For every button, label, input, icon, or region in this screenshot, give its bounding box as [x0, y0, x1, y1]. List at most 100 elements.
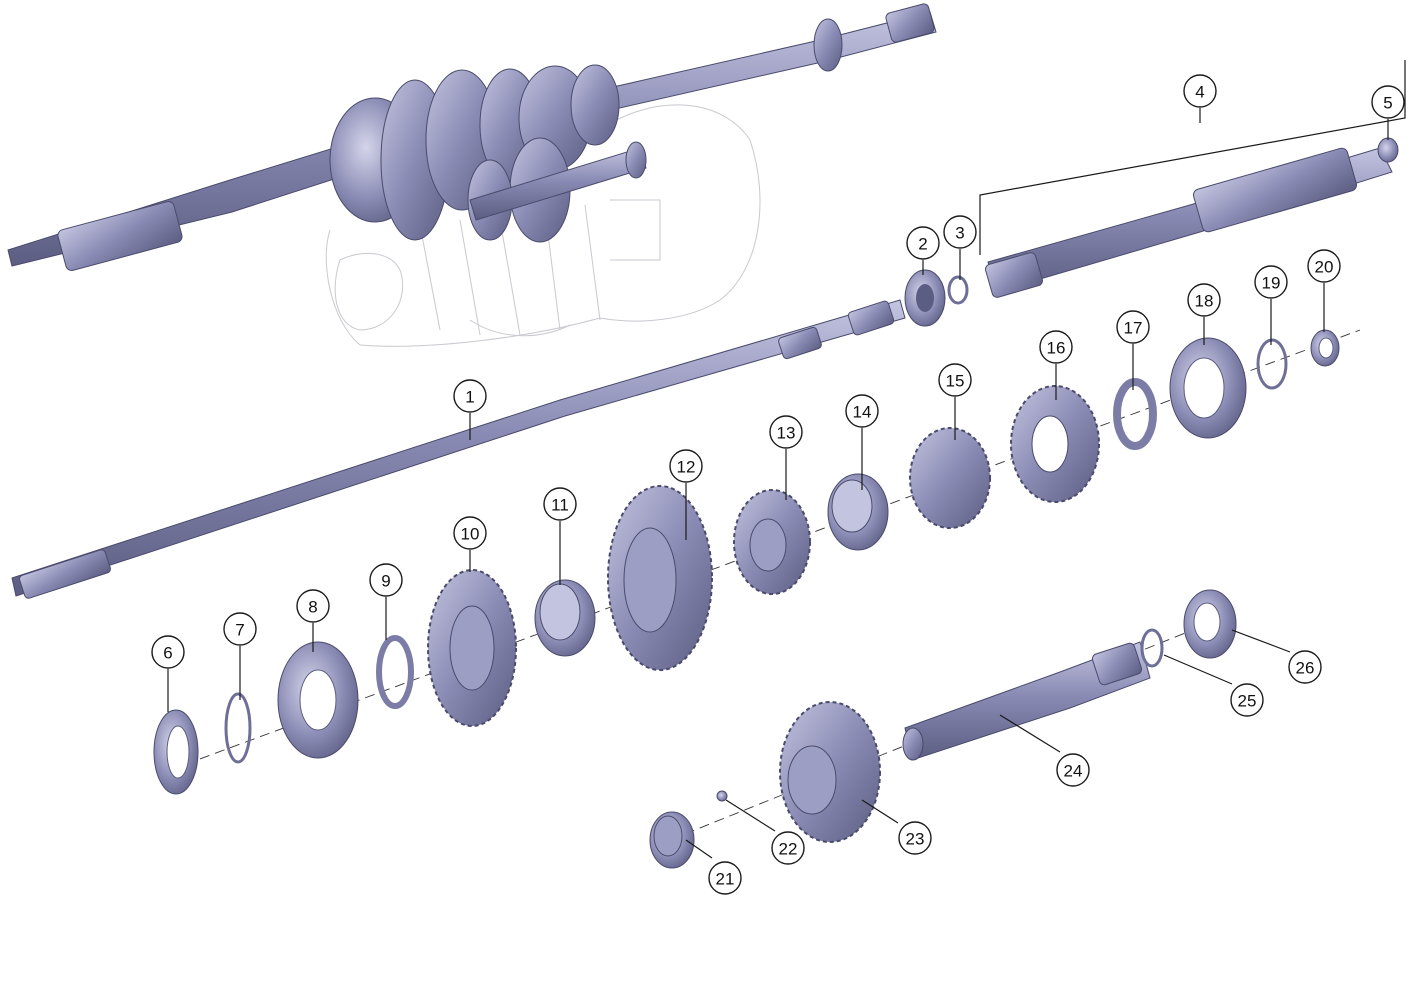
callout-circle [845, 394, 879, 428]
part-5-bush [1377, 137, 1399, 163]
exploded-parts [11, 137, 1399, 869]
callout-number: 8 [308, 598, 317, 617]
callout-13: 13 [769, 415, 803, 449]
callout-circle [943, 215, 977, 249]
assembled-shaft-spline-left [57, 201, 183, 271]
callout-10: 10 [453, 516, 487, 550]
callout-number: 19 [1262, 274, 1281, 293]
callout-circle [1056, 753, 1090, 787]
callout-12: 12 [669, 449, 703, 483]
callout-circle [669, 449, 703, 483]
callout-circle [543, 487, 577, 521]
callout-number: 22 [779, 840, 798, 859]
callout-number: 18 [1195, 292, 1214, 311]
callout-number: 21 [716, 870, 735, 889]
part-4-mainshaft-spline [1192, 147, 1358, 233]
callout-circle [453, 379, 487, 413]
callout-number: 15 [946, 372, 965, 391]
callout-circle [1187, 283, 1221, 317]
callout-circle [1307, 249, 1341, 283]
callout-circle [369, 563, 403, 597]
callout-number: 5 [1383, 94, 1392, 113]
callout-number: 14 [853, 403, 872, 422]
callout-number: 7 [235, 621, 244, 640]
callout-circle [453, 516, 487, 550]
callout-circle [151, 635, 185, 669]
callout-25: 25 [1230, 683, 1264, 717]
callout-number: 3 [955, 224, 964, 243]
callout-circle [223, 612, 257, 646]
callout-1: 1 [453, 379, 487, 413]
callout-number: 9 [381, 572, 390, 591]
callout-circle [1371, 85, 1405, 119]
callout-5: 5 [1371, 85, 1405, 119]
callout-3: 3 [943, 215, 977, 249]
callout-16: 16 [1039, 330, 1073, 364]
callout-23: 23 [898, 821, 932, 855]
callout-number: 2 [918, 235, 927, 254]
assembled-shaft-spline-right [885, 3, 935, 43]
callout-circle [938, 363, 972, 397]
part-22-ball [716, 790, 728, 802]
callout-2: 2 [906, 226, 940, 260]
callout-labels: 1234567891011121314151617181920212223242… [151, 74, 1405, 895]
callout-circle [1183, 74, 1217, 108]
assembled-gear-stack [380, 64, 620, 243]
callout-circle [708, 861, 742, 895]
callout-26: 26 [1288, 650, 1322, 684]
callout-number: 4 [1195, 83, 1204, 102]
callout-8: 8 [296, 589, 330, 623]
callout-21: 21 [708, 861, 742, 895]
assembled-gearbox [7, 3, 937, 347]
part-7-circlip [224, 692, 252, 764]
callout-circle [1288, 650, 1322, 684]
part-25-circlip [1140, 628, 1164, 668]
callout-circle [769, 415, 803, 449]
callout-number: 25 [1238, 692, 1257, 711]
callout-circle [1230, 683, 1264, 717]
leader-lines [167, 60, 1406, 859]
part-1-rod-spline-right [847, 300, 895, 336]
callout-number: 17 [1124, 319, 1143, 338]
callout-9: 9 [369, 563, 403, 597]
callout-24: 24 [1056, 753, 1090, 787]
callout-17: 17 [1116, 310, 1150, 344]
callout-circle [1254, 265, 1288, 299]
part-9-ring [376, 635, 414, 709]
part-1-rod [11, 299, 906, 597]
callout-number: 11 [551, 496, 569, 515]
callout-number: 1 [465, 388, 474, 407]
callout-22: 22 [771, 831, 805, 865]
callout-number: 16 [1047, 339, 1066, 358]
callout-18: 18 [1187, 283, 1221, 317]
callout-20: 20 [1307, 249, 1341, 283]
part-3-circlip [947, 275, 969, 305]
part-19-circlip [1256, 338, 1288, 390]
callout-circle [1116, 310, 1150, 344]
callout-number: 13 [777, 424, 796, 443]
part-15-gear [909, 427, 991, 529]
ghost-housing [325, 104, 761, 347]
callout-4: 4 [1183, 74, 1217, 108]
callout-number: 26 [1296, 659, 1315, 678]
callout-circle [906, 226, 940, 260]
part-1-rod-spline-left [19, 549, 111, 599]
callout-circle [296, 589, 330, 623]
main-axis-line [169, 329, 1361, 771]
callout-circle [771, 831, 805, 865]
callout-number: 10 [461, 525, 480, 544]
callout-number: 23 [906, 830, 925, 849]
callout-15: 15 [938, 363, 972, 397]
part-1-rod-collar [778, 326, 822, 360]
assembled-shaft-collar [813, 18, 843, 72]
callout-number: 6 [163, 644, 172, 663]
callout-number: 20 [1315, 258, 1334, 277]
callout-14: 14 [845, 394, 879, 428]
callout-19: 19 [1254, 265, 1288, 299]
callout-circle [898, 821, 932, 855]
callout-number: 24 [1064, 762, 1083, 781]
callout-6: 6 [151, 635, 185, 669]
callout-7: 7 [223, 612, 257, 646]
callout-circle [1039, 330, 1073, 364]
